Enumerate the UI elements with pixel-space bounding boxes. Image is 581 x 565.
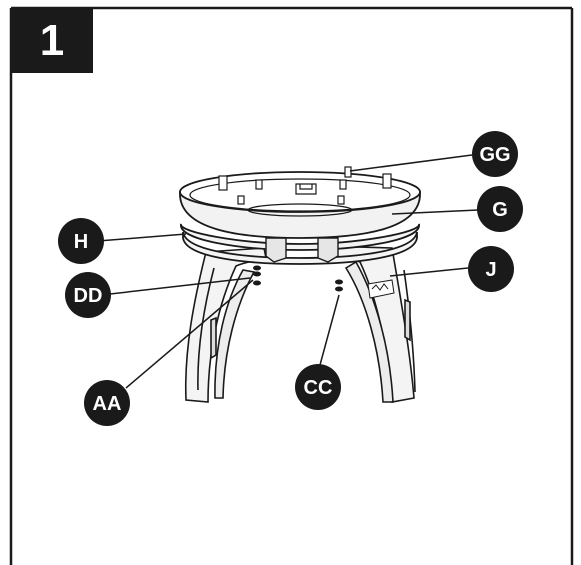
callout-j-label: J — [485, 259, 496, 281]
callout-dd-label: DD — [74, 285, 103, 307]
panel-border — [9, 6, 574, 565]
leader-lines — [97, 154, 479, 389]
left-leg — [184, 247, 267, 403]
bolts-cc — [335, 279, 343, 292]
callout-g: G — [477, 186, 523, 232]
brand-plate — [367, 279, 395, 299]
callout-g-label: G — [492, 199, 508, 221]
callout-gg: GG — [472, 131, 518, 177]
grate-clips — [218, 166, 392, 205]
callout-h-label: H — [74, 231, 88, 253]
step-number: 1 — [39, 15, 65, 65]
callout-gg-label: GG — [479, 144, 510, 166]
bowl-bracket — [295, 183, 317, 195]
bolts-dd — [253, 265, 261, 286]
callout-h: H — [58, 218, 104, 264]
callout-dd: DD — [65, 272, 111, 318]
callout-cc: CC — [295, 364, 341, 410]
step-number-badge: 1 — [11, 8, 93, 73]
callout-aa-label: AA — [93, 393, 122, 415]
callout-cc-label: CC — [304, 377, 333, 399]
callout-j: J — [468, 246, 514, 292]
callout-aa: AA — [84, 380, 130, 426]
lower-ring — [180, 223, 420, 265]
